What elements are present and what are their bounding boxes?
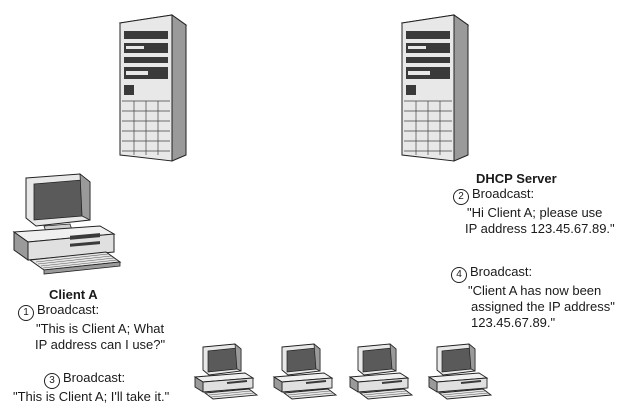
step-4-label: Broadcast: xyxy=(470,264,533,279)
step-3-label: Broadcast: xyxy=(63,370,126,385)
desktop-computer-icon xyxy=(427,343,493,400)
step-1-label: Broadcast: xyxy=(37,302,100,317)
desktop-computer-icon xyxy=(193,343,259,400)
dhcp-server-icon xyxy=(400,14,470,162)
step-2-message-line-2: IP address 123.45.67.89." xyxy=(465,221,615,236)
desktop-computer-icon xyxy=(272,343,338,400)
step-number-1: 1 xyxy=(18,305,34,321)
step-1-message-line-1: "This is Client A; What xyxy=(36,321,165,336)
step-number-3: 3 xyxy=(44,373,60,389)
client-a-title: Client A xyxy=(49,287,98,302)
step-2-message-line-1: "Hi Client A; please use xyxy=(467,205,603,220)
step-4-message-line-2: assigned the IP address" xyxy=(471,299,615,314)
client-a-computer-icon xyxy=(12,173,122,275)
step-2-label: Broadcast: xyxy=(472,186,535,201)
step-4-message-line-3: 123.45.67.89." xyxy=(471,315,556,330)
tower-server-icon xyxy=(118,14,188,162)
step-4-message-line-1: "Client A has now been xyxy=(468,283,602,298)
step-number-2: 2 xyxy=(453,189,469,205)
dhcp-server-title: DHCP Server xyxy=(476,171,557,186)
step-3-message-line-1: "This is Client A; I'll take it." xyxy=(13,389,170,404)
desktop-computer-icon xyxy=(348,343,414,400)
step-1-message-line-2: IP address can I use?" xyxy=(35,337,166,352)
step-number-4: 4 xyxy=(451,267,467,283)
